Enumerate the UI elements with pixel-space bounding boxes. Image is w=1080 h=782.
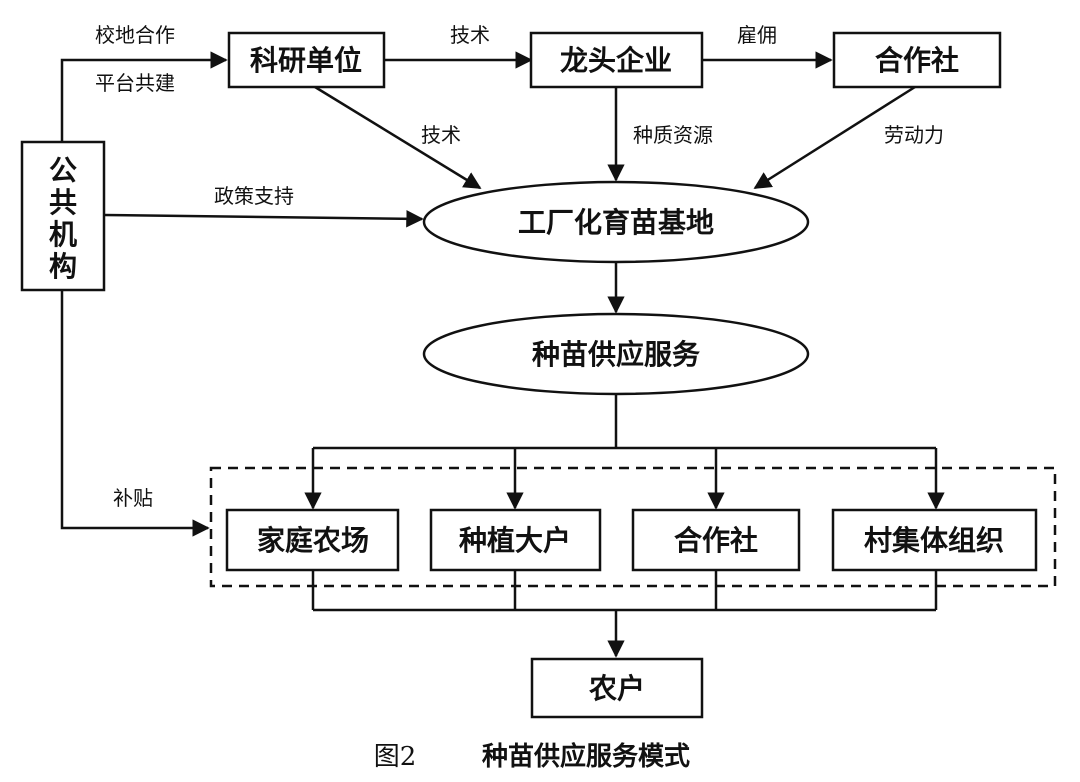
edge-label-germplasm: 种质资源	[633, 123, 713, 147]
node-public-institution-label: 公共机构	[49, 154, 77, 283]
edge-label-labor: 劳动力	[884, 123, 944, 147]
node-leading-enterprise-box	[529, 31, 704, 89]
node-farmers-label: 农户	[588, 672, 645, 705]
edge-label-tech-1: 技术	[450, 23, 490, 47]
node-large-grower-label: 种植大户	[459, 524, 571, 557]
figure-title: 种苗供应服务模式	[482, 741, 690, 772]
edge-label-employ: 雇佣	[737, 23, 777, 47]
recipient-group-frame	[209, 466, 1057, 588]
node-large-grower-box	[429, 508, 602, 572]
node-cooperative-bottom-label: 合作社	[674, 524, 758, 557]
edge-research-to-base	[314, 85, 482, 190]
node-seedling-base-ellipse	[422, 180, 810, 264]
node-leading-enterprise-label: 龙头企业	[560, 44, 672, 77]
edge-public-to-base	[103, 210, 424, 228]
node-village-collective-label: 村集体组织	[864, 524, 1004, 557]
node-family-farm-label: 家庭农场	[257, 524, 369, 557]
node-cooperative-top-label: 合作社	[875, 44, 959, 77]
edge-public-to-group	[60, 290, 210, 537]
edge-label-platform-building: 平台共建	[95, 71, 175, 95]
node-seedling-service-ellipse	[422, 312, 810, 396]
node-research-unit-box	[227, 31, 386, 89]
node-village-collective-box	[831, 508, 1038, 572]
edge-label-school-cooperation: 校地合作	[95, 23, 175, 47]
edge-cooperative-to-base	[753, 85, 916, 190]
edge-label-tech-2: 技术	[421, 123, 461, 147]
node-family-farm-box	[225, 508, 400, 572]
node-seedling-base-label: 工厂化育苗基地	[518, 206, 714, 239]
edge-label-policy-support: 政策支持	[214, 184, 294, 208]
node-seedling-service-label: 种苗供应服务	[532, 338, 700, 371]
figure-number: 图2	[374, 742, 417, 772]
edge-label-subsidy: 补贴	[113, 486, 153, 510]
node-cooperative-top-box	[832, 31, 1002, 89]
edge-public-to-research	[60, 51, 228, 142]
node-research-unit-label: 科研单位	[250, 44, 362, 77]
node-farmers-box	[530, 657, 704, 719]
node-public-institution-box	[20, 140, 106, 292]
node-cooperative-bottom-box	[631, 508, 801, 572]
